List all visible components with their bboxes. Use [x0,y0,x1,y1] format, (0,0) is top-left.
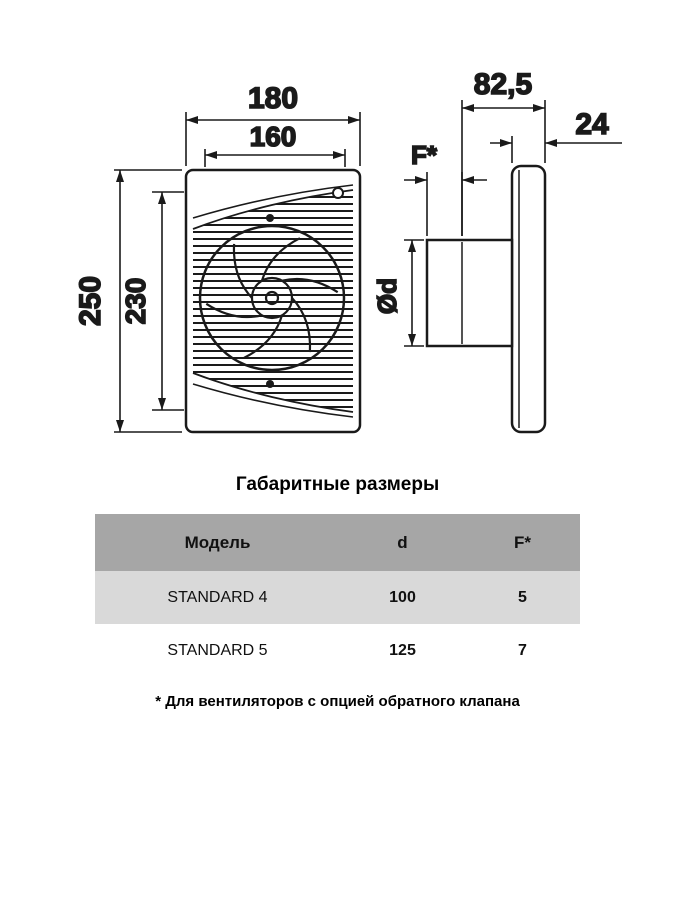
table-header-d: d [340,514,465,571]
table-cell-d: 125 [340,624,465,677]
section-title: Габаритные размеры [235,474,440,495]
dim-label-24: 24 [575,108,609,141]
table-cell-f: 7 [465,624,580,677]
dimension-width-outer: 180 [185,81,361,166]
dim-label-180: 180 [248,82,298,115]
table-cell-d: 100 [340,571,465,624]
dim-label-diameter: Ød [372,278,402,314]
screw-marks [266,187,344,388]
duct-spigot [425,238,514,348]
footnote: * Для вентиляторов с опцией обратного кл… [155,693,520,710]
dim-label-160: 160 [250,121,297,152]
table-cell-model: STANDARD 4 [95,571,340,624]
table-cell-f: 5 [465,571,580,624]
dimension-panel-depth: 24 [490,107,622,163]
table-cell-model: STANDARD 5 [95,624,340,677]
dim-label-82-5: 82,5 [474,68,532,101]
dimension-depth: 82,5 [461,67,546,236]
fan-impeller [198,224,346,372]
dimensions-table: Модель d F* STANDARD 4 100 5 STANDARD 5 … [95,514,580,677]
dim-label-230: 230 [120,278,151,325]
dim-label-250: 250 [74,276,107,326]
table-header-f: F* [465,514,580,571]
front-view [184,168,362,434]
dim-label-f: F* [411,140,438,170]
dimension-height-outer: 250 [73,169,182,433]
dimension-width-inner: 160 [204,120,346,167]
side-view [425,164,547,434]
dimensions: 180 160 250 [73,67,622,433]
dimension-height-inner: 230 [119,191,184,411]
side-panel [510,164,547,434]
grille-swoosh-bottom [192,372,354,421]
front-body-outline [184,168,362,434]
dimension-flange: F* [404,139,487,236]
dimension-drawing: 180 160 250 [73,67,622,434]
grille-louvres [193,182,353,415]
dimension-duct-diameter: Ød [371,239,424,347]
fan-dimension-diagram: 180 160 250 [73,67,622,434]
table-header-model: Модель [95,514,340,571]
